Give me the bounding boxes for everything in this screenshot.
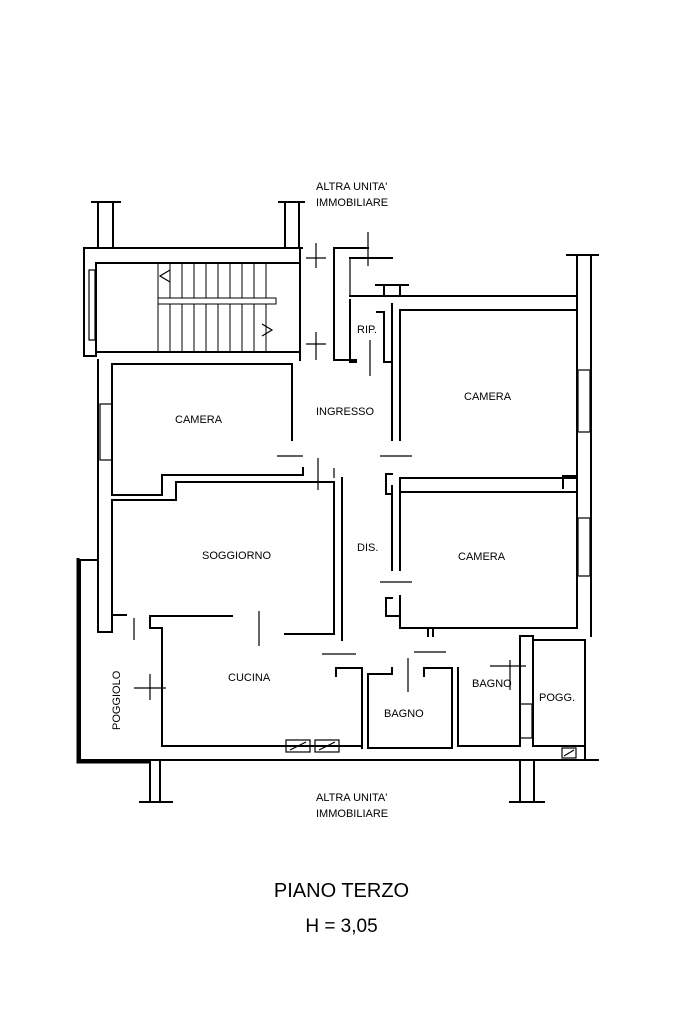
label-bagno-center: BAGNO (384, 708, 424, 720)
room-poggiolo (76, 558, 151, 764)
top-column-right (566, 254, 599, 303)
label-dis: DIS. (357, 542, 378, 554)
entrance-walls (333, 232, 578, 441)
stairwell (83, 243, 326, 361)
room-bagno-center (335, 651, 459, 749)
room-soggiorno (111, 477, 343, 663)
label-soggiorno: SOGGIORNO (202, 550, 272, 562)
corridor-dis (322, 455, 412, 655)
label-neighbor-top-2: IMMOBILIARE (316, 197, 388, 209)
label-camera-left: CAMERA (175, 414, 223, 426)
top-column-left (91, 201, 121, 249)
stairs (157, 263, 277, 352)
room-pogg (532, 639, 586, 759)
label-neighbor-bottom-2: IMMOBILIARE (316, 808, 388, 820)
label-rip: RIP. (357, 324, 377, 336)
label-bagno-right: BAGNO (472, 678, 512, 690)
label-neighbor-top-1: ALTRA UNITA' (316, 181, 387, 193)
label-camera-right-bottom: CAMERA (458, 551, 506, 563)
label-neighbor-bottom-1: ALTRA UNITA' (316, 792, 387, 804)
floor-title: PIANO TERZO (273, 880, 410, 902)
bottom-outer-wall (139, 745, 599, 803)
room-camera-left (97, 359, 335, 561)
ceiling-height: H = 3,05 (305, 916, 378, 937)
label-ingresso: INGRESSO (316, 406, 375, 418)
top-column-mid (278, 201, 305, 249)
label-camera-right-top: CAMERA (464, 391, 512, 403)
room-bagno-right (457, 635, 534, 747)
label-poggiolo: POGGIOLO (111, 670, 123, 730)
label-pogg: POGG. (539, 692, 575, 704)
label-cucina: CUCINA (228, 672, 271, 684)
room-camera-right-bottom (399, 489, 592, 637)
